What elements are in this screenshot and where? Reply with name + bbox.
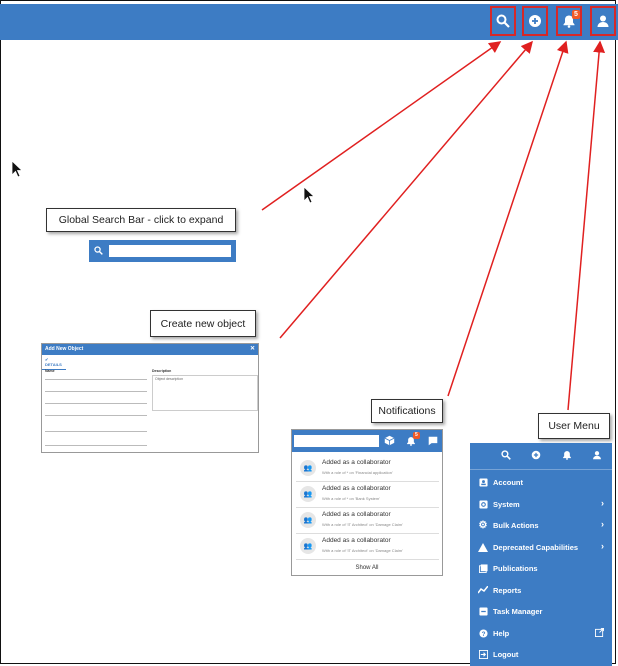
arrow-to-create: [279, 40, 533, 339]
notification-detail: With a role of * on 'Financial applicati…: [322, 470, 393, 475]
search-icon: [94, 246, 103, 255]
user-icon[interactable]: [592, 450, 602, 460]
bell-icon[interactable]: [562, 450, 572, 460]
chevron-right-icon: ›: [601, 541, 604, 551]
external-link-icon: [595, 628, 604, 639]
publications-icon: [478, 563, 488, 573]
arrow-to-search: [261, 41, 502, 211]
bell-icon: [563, 15, 575, 28]
name-field[interactable]: [45, 379, 147, 380]
search-input[interactable]: [109, 245, 231, 257]
account-icon: [478, 477, 488, 487]
description-field[interactable]: Object description: [152, 375, 258, 411]
chevron-right-icon: ›: [601, 498, 604, 508]
gear-icon: ⚙: [478, 519, 488, 531]
warning-icon: [478, 542, 488, 552]
global-search-bar-preview: [89, 240, 236, 262]
notification-item[interactable]: 👥 Added as a collaborator With a role of…: [296, 482, 439, 508]
bell-icon[interactable]: [406, 436, 416, 446]
type-select[interactable]: [45, 391, 147, 392]
subtype-select[interactable]: [45, 415, 147, 416]
logout-icon: [478, 649, 488, 659]
search-input[interactable]: [294, 435, 379, 447]
add-circle-icon[interactable]: [531, 450, 541, 460]
notifications-panel: 5 👥 Added as a collaborator With a role …: [291, 429, 443, 576]
menu-item-system[interactable]: System ›: [470, 494, 612, 515]
user-menu-button[interactable]: [590, 6, 616, 36]
task-manager-icon: [478, 606, 488, 616]
menu-item-deprecated-capabilities[interactable]: Deprecated Capabilities ›: [470, 537, 612, 558]
system-icon: [478, 499, 488, 509]
user-menu-icon-bar: [470, 443, 612, 470]
reports-icon: [478, 585, 488, 595]
add-circle-icon: [529, 15, 541, 27]
dialog-title: Add New Object: [45, 346, 84, 352]
notification-detail: With a role of * on 'Bank System': [322, 496, 380, 501]
notification-title: Added as a collaborator: [322, 537, 391, 544]
notification-detail: With a role of 'IT Architect' on 'Damage…: [322, 522, 403, 527]
dialog-header: Add New Object ✕: [42, 344, 258, 355]
menu-item-publications[interactable]: Publications: [470, 558, 612, 579]
tab-details[interactable]: ✔ DETAILS: [42, 355, 66, 370]
notification-item[interactable]: 👥 Added as a collaborator With a role of…: [296, 456, 439, 482]
menu-item-help[interactable]: ? Help: [470, 623, 612, 644]
field-select[interactable]: [45, 403, 147, 404]
menu-item-logout[interactable]: Logout: [470, 644, 612, 665]
avatar: 👥: [300, 512, 316, 528]
arrow-to-notifications: [447, 40, 569, 397]
search-button[interactable]: [490, 6, 516, 36]
mouse-cursor-icon: [303, 186, 315, 204]
callout-search: Global Search Bar - click to expand: [46, 208, 236, 232]
notification-title: Added as a collaborator: [322, 511, 391, 518]
name-label: Name: [45, 369, 55, 373]
notifications-button[interactable]: 5: [556, 6, 582, 36]
description-placeholder: Object description: [155, 377, 184, 381]
user-menu-panel: Account System › ⚙ Bulk Actions › Deprec…: [470, 443, 612, 666]
search-icon[interactable]: [501, 450, 511, 460]
show-all-link[interactable]: Show All: [355, 565, 379, 571]
notifications-header: 5: [292, 430, 442, 452]
mouse-cursor-icon: [11, 160, 23, 178]
menu-item-account[interactable]: Account: [470, 472, 612, 493]
notification-item[interactable]: 👥 Added as a collaborator With a role of…: [296, 508, 439, 534]
avatar: 👥: [300, 486, 316, 502]
cube-icon[interactable]: [384, 435, 395, 446]
top-app-bar: 5: [0, 4, 618, 40]
menu-item-task-manager[interactable]: Task Manager: [470, 601, 612, 622]
arrow-to-user-menu: [567, 40, 606, 411]
notification-count-badge: 5: [413, 432, 420, 439]
chat-icon[interactable]: [428, 436, 438, 446]
callout-user-menu: User Menu: [538, 413, 610, 439]
help-icon: ?: [478, 628, 488, 638]
description-label: Description: [152, 369, 172, 373]
add-new-object-dialog: Add New Object ✕ ✔ DETAILS Name Descript…: [41, 343, 259, 453]
search-icon: [496, 14, 510, 28]
notification-item[interactable]: 👥 Added as a collaborator With a role of…: [296, 534, 439, 560]
user-icon: [597, 15, 609, 27]
close-icon[interactable]: ✕: [249, 346, 255, 352]
notification-detail: With a role of 'IT Architect' on 'Damage…: [322, 548, 403, 553]
avatar: 👥: [300, 538, 316, 554]
category-select[interactable]: [45, 445, 147, 446]
create-new-object-button[interactable]: [522, 6, 548, 36]
svg-text:?: ?: [481, 630, 485, 637]
avatar: 👥: [300, 460, 316, 476]
notification-title: Added as a collaborator: [322, 459, 391, 466]
chevron-right-icon: ›: [601, 519, 604, 529]
notification-count-badge: 5: [572, 10, 580, 19]
callout-notifications: Notifications: [371, 399, 443, 423]
extra-field[interactable]: [45, 431, 147, 432]
menu-item-bulk-actions[interactable]: ⚙ Bulk Actions ›: [478, 519, 604, 531]
menu-item-reports[interactable]: Reports: [470, 580, 612, 601]
callout-create: Create new object: [150, 310, 256, 337]
notification-title: Added as a collaborator: [322, 485, 391, 492]
